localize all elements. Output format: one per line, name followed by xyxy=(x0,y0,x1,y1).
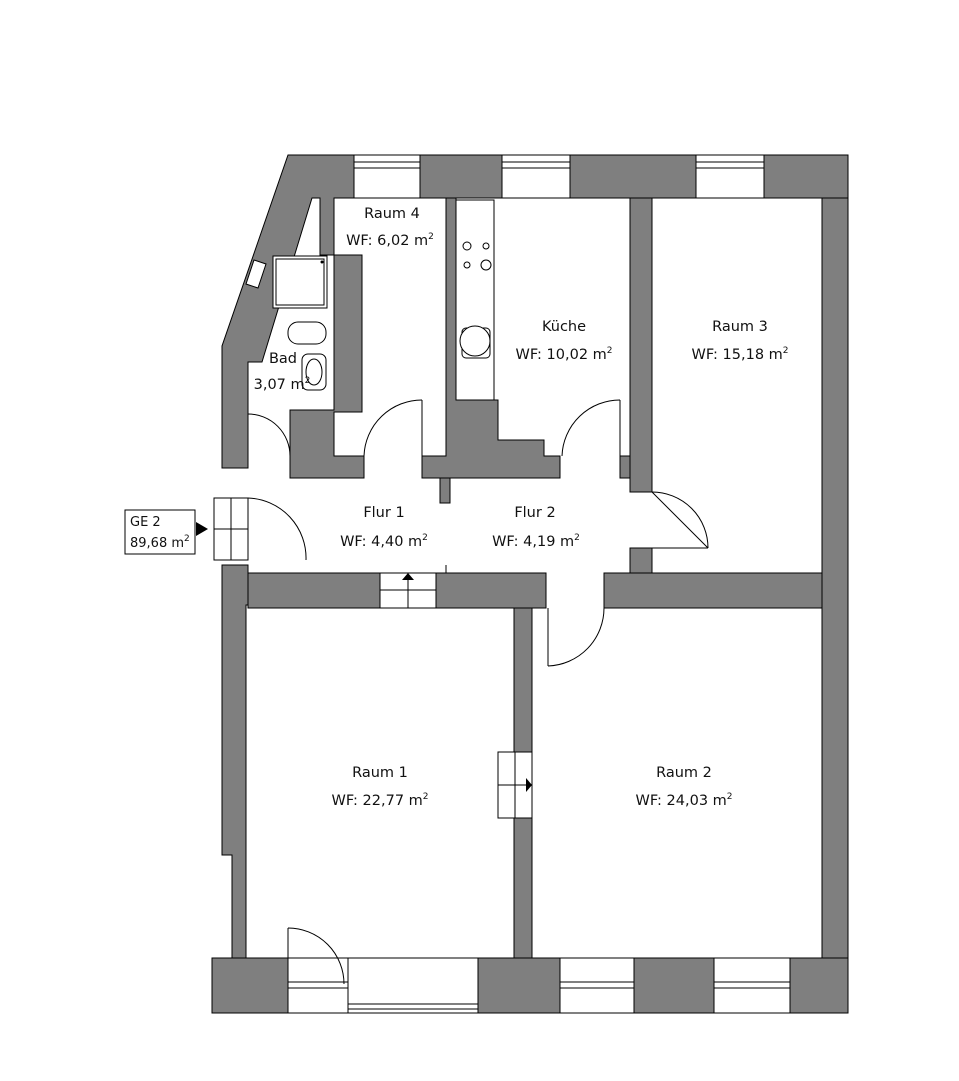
room-bad-area: 3,07 m xyxy=(254,377,305,393)
door-kueche xyxy=(561,399,621,457)
room-flur2-area: WF: 4,19 m xyxy=(492,534,574,550)
window-raum2-left xyxy=(559,957,635,1014)
room-raum2-name: Raum 2 xyxy=(656,765,712,781)
kitchen-counter xyxy=(455,199,495,401)
wall-bottom-mid xyxy=(477,957,561,1014)
svg-text:WF: 24,03 m2: WF: 24,03 m2 xyxy=(635,792,732,809)
kitchen-sink xyxy=(459,325,491,359)
room-kueche-area: WF: 10,02 m xyxy=(515,347,606,363)
room-raum4-name: Raum 4 xyxy=(364,206,420,222)
room-bad-name: Bad xyxy=(269,351,297,367)
room-raum3-area: WF: 15,18 m xyxy=(691,347,782,363)
wall-corridor-south-mid xyxy=(435,572,547,609)
passage-raum1 xyxy=(379,572,437,609)
room-flur1-area: WF: 4,40 m xyxy=(340,534,422,550)
window-kueche xyxy=(501,154,571,199)
entrance-arrow xyxy=(196,522,208,536)
room-raum2-area: WF: 24,03 m xyxy=(635,793,726,809)
door-raum3 xyxy=(651,491,709,549)
wall-raum3-west-low xyxy=(629,547,653,574)
entrance-threshold xyxy=(213,497,249,561)
window-bad xyxy=(245,259,267,289)
door-raum2 xyxy=(547,607,605,667)
svg-text:WF: 22,77 m2: WF: 22,77 m2 xyxy=(331,792,428,809)
svg-text:WF: 4,40 m2: WF: 4,40 m2 xyxy=(340,533,428,550)
room-raum1-area: WF: 22,77 m xyxy=(331,793,422,809)
wall-bottom-right xyxy=(789,957,849,1014)
wall-bottom-mid2 xyxy=(633,957,715,1014)
door-entrance xyxy=(247,497,307,561)
door-bad xyxy=(247,413,291,468)
wall-left xyxy=(221,564,249,959)
window-raum4 xyxy=(353,154,421,199)
passage-raum1-raum2 xyxy=(497,751,533,819)
window-raum2-right xyxy=(713,957,791,1014)
room-kueche-name: Küche xyxy=(542,319,586,335)
wall-stub-flur xyxy=(439,477,451,504)
unit-badge-name: GE 2 xyxy=(130,515,161,530)
toilet xyxy=(287,321,327,345)
window-raum1 xyxy=(347,957,479,1014)
room-raum2: Raum 2 WF: 24,03 m2 xyxy=(635,765,732,809)
door-raum4 xyxy=(363,399,423,478)
svg-text:WF: 10,02 m2: WF: 10,02 m2 xyxy=(515,346,612,363)
room-kueche: Küche WF: 10,02 m2 xyxy=(515,319,612,363)
shower-tray xyxy=(272,255,328,309)
wall-bottom xyxy=(211,957,289,1014)
washbasin xyxy=(301,353,327,391)
unit-badge: GE 2 89,68 m2 xyxy=(124,509,196,555)
svg-text:89,68 m2: 89,68 m2 xyxy=(130,534,190,551)
unit-badge-area: 89,68 m xyxy=(130,536,184,551)
wall-right xyxy=(821,197,849,1014)
room-flur1: Flur 1 WF: 4,40 m2 xyxy=(340,505,428,550)
door-balcony-raum1 xyxy=(287,927,345,985)
room-flur1-name: Flur 1 xyxy=(363,505,404,521)
wall-corridor-south xyxy=(247,572,381,609)
room-raum1-name: Raum 1 xyxy=(352,765,408,781)
svg-text:3,07 m2: 3,07 m2 xyxy=(254,376,311,393)
svg-text:WF: 6,02 m2: WF: 6,02 m2 xyxy=(346,232,434,249)
room-raum3: Raum 3 WF: 15,18 m2 xyxy=(691,319,788,363)
room-raum4: Raum 4 WF: 6,02 m2 xyxy=(346,206,434,249)
window-raum3 xyxy=(695,154,765,199)
room-flur2: Flur 2 WF: 4,19 m2 xyxy=(492,505,580,550)
balcony-door-raum1 xyxy=(287,957,349,1014)
room-raum4-area: WF: 6,02 m xyxy=(346,233,428,249)
wall-raum3-west xyxy=(619,197,653,493)
room-raum1: Raum 1 WF: 22,77 m2 xyxy=(331,765,428,809)
room-flur2-name: Flur 2 xyxy=(514,505,555,521)
stove xyxy=(462,241,492,271)
svg-text:WF: 4,19 m2: WF: 4,19 m2 xyxy=(492,533,580,550)
room-raum3-name: Raum 3 xyxy=(712,319,768,335)
svg-text:WF: 15,18 m2: WF: 15,18 m2 xyxy=(691,346,788,363)
wall-corridor-south-right xyxy=(603,572,823,609)
room-bad: Bad 3,07 m2 xyxy=(254,351,311,393)
